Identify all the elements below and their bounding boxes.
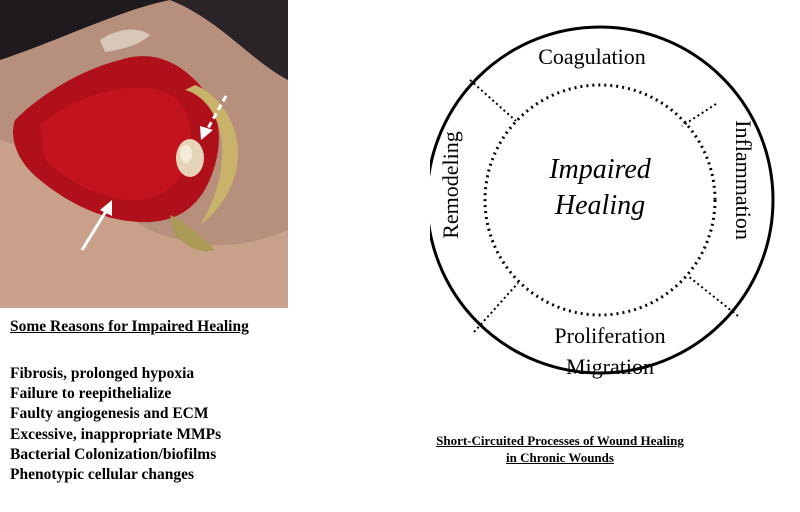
healing-cycle-diagram: Coagulation Inflammation Remodeling Prol… bbox=[430, 25, 775, 379]
list-item: Bacterial Colonization/biofilms bbox=[10, 445, 217, 463]
divider-bottom-left bbox=[473, 282, 519, 333]
stage-inflammation: Inflammation bbox=[731, 120, 756, 240]
inner-ring bbox=[483, 83, 717, 317]
divider-bottom-right bbox=[687, 275, 739, 317]
center-title-line2: Healing bbox=[554, 190, 645, 221]
center-title-line1: Impaired bbox=[548, 154, 652, 185]
list-item: Excessive, inappropriate MMPs bbox=[10, 425, 222, 443]
divider-top-left bbox=[469, 79, 517, 122]
wound-photo bbox=[0, 0, 288, 308]
stage-proliferation: Proliferation bbox=[554, 323, 665, 348]
list-item: Fibrosis, prolonged hypoxia bbox=[10, 365, 195, 382]
stage-migration: Migration bbox=[566, 354, 654, 379]
stage-coagulation: Coagulation bbox=[538, 44, 646, 69]
list-item: Phenotypic cellular changes bbox=[10, 466, 194, 484]
caption-line1: Short-Circuited Processes of Wound Heali… bbox=[436, 433, 684, 448]
list-item: Faulty angiogenesis and ECM bbox=[10, 405, 209, 423]
caption-line2: in Chronic Wounds bbox=[506, 450, 614, 465]
stage-remodeling: Remodeling bbox=[438, 131, 463, 239]
reasons-title: Some Reasons for Impaired Healing bbox=[10, 318, 249, 335]
diagram-caption: Short-Circuited Processes of Wound Heali… bbox=[400, 432, 720, 466]
reasons-list: Fibrosis, prolonged hypoxia Failure to r… bbox=[10, 364, 221, 485]
divider-top-right bbox=[681, 103, 717, 127]
list-item: Failure to reepithelialize bbox=[10, 385, 172, 403]
outer-ring bbox=[430, 25, 775, 375]
